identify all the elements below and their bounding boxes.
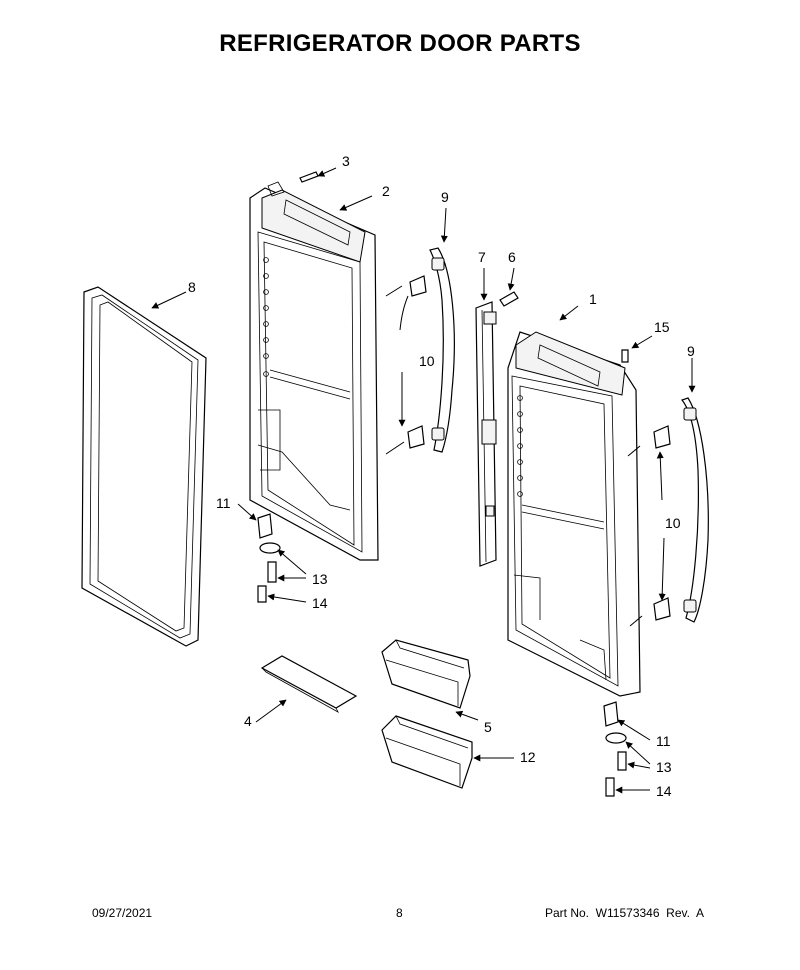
callout-3: 3 [342, 153, 350, 169]
callout-14-right: 14 [656, 783, 672, 799]
left-handle-post-lower [407, 425, 425, 449]
callout-10-left: 10 [419, 353, 435, 369]
left-hinge-bushing [257, 513, 273, 539]
right-door [507, 331, 641, 697]
left-door [249, 181, 379, 561]
footer-date: 09/27/2021 [92, 906, 153, 920]
callout-10-right: 10 [665, 515, 681, 531]
door-bin [381, 639, 471, 709]
shelf-cover [260, 655, 358, 713]
callout-8: 8 [188, 279, 196, 295]
callout-9-left: 9 [441, 189, 449, 205]
door-clip [299, 171, 319, 183]
callout-14-left: 14 [312, 595, 328, 611]
callout-2: 2 [382, 183, 390, 199]
callout-11-left: 11 [216, 495, 231, 511]
left-hinge-screw-lower [257, 585, 267, 603]
callout-15: 15 [654, 319, 670, 335]
right-handle-post-upper [653, 425, 671, 449]
right-handle-post-lower [653, 597, 671, 621]
callout-6: 6 [508, 249, 516, 265]
callout-13-right: 13 [656, 759, 672, 775]
callout-11-right: 11 [656, 733, 671, 749]
left-hinge-shim [259, 542, 281, 554]
door-gasket [81, 286, 207, 647]
right-hinge-bushing [603, 701, 619, 727]
callout-13-left: 13 [312, 571, 328, 587]
leader-lines [151, 167, 696, 794]
hinge-pin [499, 291, 519, 307]
right-door-screw [621, 349, 629, 363]
footer-page-number: 8 [396, 906, 403, 920]
left-door-handle [429, 247, 455, 453]
page-title: REFRIGERATOR DOOR PARTS [219, 30, 581, 57]
callout-7: 7 [478, 249, 486, 265]
callout-5: 5 [484, 719, 492, 735]
callout-1: 1 [589, 291, 597, 307]
door-hinge-bar [475, 301, 497, 567]
callout-4: 4 [244, 713, 252, 729]
right-hinge-screw-upper [617, 751, 627, 771]
right-hinge-shim [605, 732, 627, 744]
left-handle-post-upper [409, 275, 427, 297]
callout-9-right: 9 [687, 343, 695, 359]
door-bin-large [381, 715, 473, 789]
callout-12: 12 [520, 749, 536, 765]
right-door-handle [680, 397, 709, 623]
footer-part-number: Part No. W11573346 Rev. A [545, 906, 704, 920]
left-hinge-screw-upper [267, 561, 277, 583]
right-hinge-screw-lower [605, 777, 615, 797]
